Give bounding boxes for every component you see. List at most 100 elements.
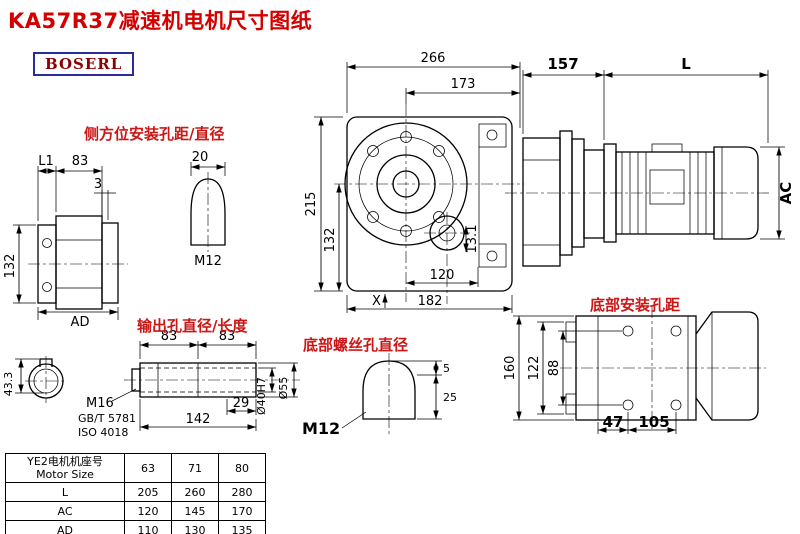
corner-pad (478, 123, 507, 148)
mount-hole (670, 399, 682, 411)
output-shaft-side-view (124, 362, 300, 398)
gearbox-housing (522, 137, 561, 267)
annotation-side-mount: 侧方位安装孔距/直径 (84, 125, 224, 143)
dim-122: 122 (527, 356, 542, 381)
dim-43-3: 43.3 (2, 372, 15, 397)
dim-13-1: 13.1 (465, 225, 480, 254)
dim-157: 157 (547, 55, 578, 73)
bolt-hole (367, 211, 379, 223)
annotation-bottom-screw: 底部螺丝孔直径 (303, 336, 408, 354)
table-cell: 110 (124, 520, 172, 534)
bolt-hole (42, 238, 52, 248)
dim-47: 47 (603, 413, 624, 431)
dim-25: 25 (443, 391, 457, 404)
gearbox-front-view (334, 104, 524, 304)
bolt-hole (433, 211, 445, 223)
table-cell: 280 (218, 482, 266, 503)
mount-hole (622, 325, 634, 337)
fan-cover (713, 146, 759, 240)
bottom-screw-detail: 5 25 M12 (302, 353, 457, 438)
dim-266: 266 (421, 51, 446, 66)
label-M16: M16 (86, 396, 114, 411)
motor-size-table: YE2电机机座号 Motor Size 63 71 80 L 205 260 2… (5, 452, 266, 534)
lifting-lug (651, 143, 683, 153)
page-title: KA57R37减速机电机尺寸图纸 (8, 9, 313, 33)
dim-182: 182 (418, 294, 443, 309)
left-view-dimensions: L1 83 3 132 AD (3, 154, 119, 330)
dim-5: 5 (443, 362, 450, 375)
bottom-mount-dimensions: 160 122 88 47 105 (503, 315, 677, 434)
table-header-cn: YE2电机机座号 (27, 455, 103, 468)
bolt-hole (486, 250, 498, 262)
table-cell: 130 (171, 520, 219, 534)
motor-view-dimensions: 157 L AC (522, 55, 795, 240)
annotation-output-hole: 输出孔直径/长度 (137, 317, 248, 335)
table-row-label: AD (5, 520, 125, 534)
mount-hole (622, 399, 634, 411)
table-header-en: Motor Size (36, 468, 94, 482)
table-cell: 63 (124, 452, 172, 484)
dim-40H7: Ø40H7 (255, 377, 268, 415)
nameplate (649, 169, 685, 205)
bottom-mount-view (560, 306, 766, 430)
table-row: AC 120 145 170 (5, 501, 266, 522)
x-mark: X (372, 294, 381, 309)
table-header-row: YE2电机机座号 Motor Size 63 71 80 (5, 452, 266, 484)
side-body (55, 215, 103, 310)
side-plug-detail: 20 M12 (190, 150, 226, 269)
dim-83a: 83 (161, 329, 178, 344)
dim-AC: AC (777, 182, 795, 205)
table-cell: 170 (218, 501, 266, 522)
dim-29: 29 (233, 396, 250, 411)
table-cell: 120 (124, 501, 172, 522)
label-M12-bottom: M12 (302, 419, 340, 438)
dim-142: 142 (186, 412, 211, 427)
dim-55: Ø55 (277, 377, 290, 400)
table-cell: 260 (171, 482, 219, 503)
table-header-cell: YE2电机机座号 Motor Size (5, 452, 125, 484)
red-annotations: 侧方位安装孔距/直径 输出孔直径/长度 底部螺丝孔直径 底部安装孔距 (84, 125, 680, 354)
dim-20: 20 (192, 150, 209, 165)
dim-L: L (681, 55, 691, 73)
table-row: AD 110 130 135 (5, 520, 266, 534)
boserl-logo: BOSERL (33, 52, 135, 76)
dim-3: 3 (94, 177, 102, 192)
dim-83b: 83 (219, 329, 236, 344)
dim-132-side: 132 (3, 254, 18, 279)
adapter (583, 149, 605, 239)
table-cell: 135 (218, 520, 266, 534)
mount-hole (670, 325, 682, 337)
table-cell: 71 (171, 452, 219, 484)
dim-120: 120 (430, 268, 455, 283)
dim-160: 160 (503, 356, 518, 381)
table-row-label: L (5, 482, 125, 503)
bolt-hole (42, 282, 52, 292)
gearbox-left-side-view (28, 215, 128, 310)
bell-housing (695, 311, 759, 421)
label-gb-standard: GB/T 5781 (78, 412, 136, 425)
dim-83: 83 (72, 154, 89, 169)
dim-173: 173 (451, 77, 476, 92)
table-cell: 145 (171, 501, 219, 522)
label-M12-side: M12 (194, 254, 222, 269)
annotation-bottom-mount: 底部安装孔距 (590, 296, 680, 314)
output-dimensions: 83 83 29 142 Ø40H7 Ø55 M16 GB/T (78, 329, 298, 439)
dim-AD: AD (71, 315, 90, 330)
dim-215: 215 (304, 192, 319, 217)
bolt-hole (486, 129, 498, 141)
corner-pad (478, 243, 507, 268)
label-iso-standard: ISO 4018 (78, 426, 128, 439)
table-cell: 205 (124, 482, 172, 503)
dim-105: 105 (638, 413, 669, 431)
main-view-dimensions: 266 173 215 132 120 182 13.1 (304, 51, 521, 313)
table-row: L 205 260 280 (5, 482, 266, 503)
table-cell: 80 (218, 452, 266, 484)
dim-L1: L1 (38, 154, 54, 169)
output-shaft-end-view: 43.3 (2, 356, 67, 403)
table-row-label: AC (5, 501, 125, 522)
base-outline (575, 315, 697, 421)
gearbox-motor-side-view (505, 130, 772, 267)
bolt-hole (433, 145, 445, 157)
